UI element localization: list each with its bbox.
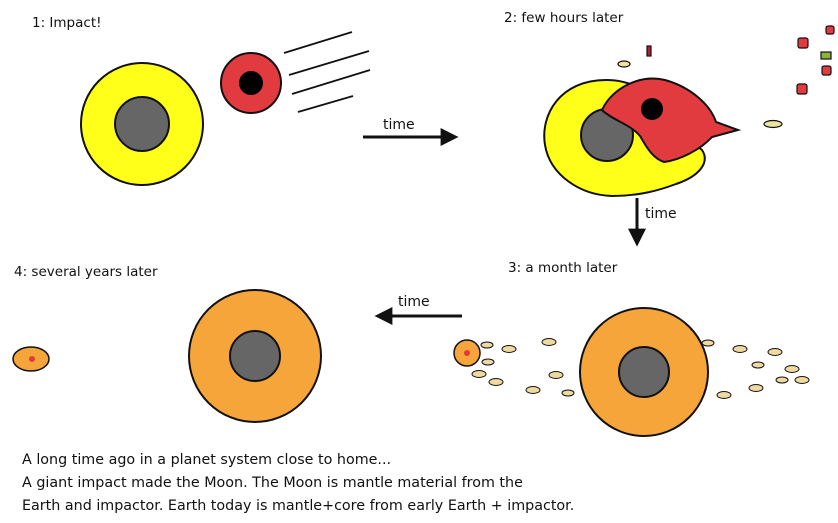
panel-4-earth-moon [13, 290, 321, 422]
present-earth-core [230, 331, 280, 381]
moon-core [29, 356, 35, 362]
time-arrow-3: time [378, 294, 462, 316]
impactor-core [239, 71, 263, 95]
motion-lines [284, 32, 370, 112]
time-arrow-2: time [637, 198, 677, 243]
caption: A long time ago in a planet system close… [22, 449, 832, 518]
caption-line-1: A long time ago in a planet system close… [22, 449, 832, 472]
caption-line-2: A giant impact made the Moon. The Moon i… [22, 472, 832, 495]
panel-3-label: 3: a month later [508, 260, 618, 276]
time-arrow-2-label: time [645, 206, 677, 222]
time-arrow-1: time [363, 117, 455, 137]
panel-2-collision [544, 26, 834, 196]
early-earth-core [115, 97, 169, 151]
time-arrow-3-label: time [398, 294, 430, 310]
panel-2-label: 2: few hours later [504, 10, 624, 26]
panel-1-impact [81, 32, 370, 185]
smeared-impactor-core [641, 98, 663, 120]
panel-3-debris-disk [454, 308, 809, 436]
panel-1-label: 1: Impact! [32, 15, 102, 31]
forming-moon-core [464, 350, 470, 356]
settled-earth-core [619, 347, 669, 397]
time-arrow-1-label: time [383, 117, 415, 133]
panel-4-label: 4: several years later [14, 264, 158, 280]
caption-line-3: Earth and impactor. Earth today is mantl… [22, 495, 832, 518]
